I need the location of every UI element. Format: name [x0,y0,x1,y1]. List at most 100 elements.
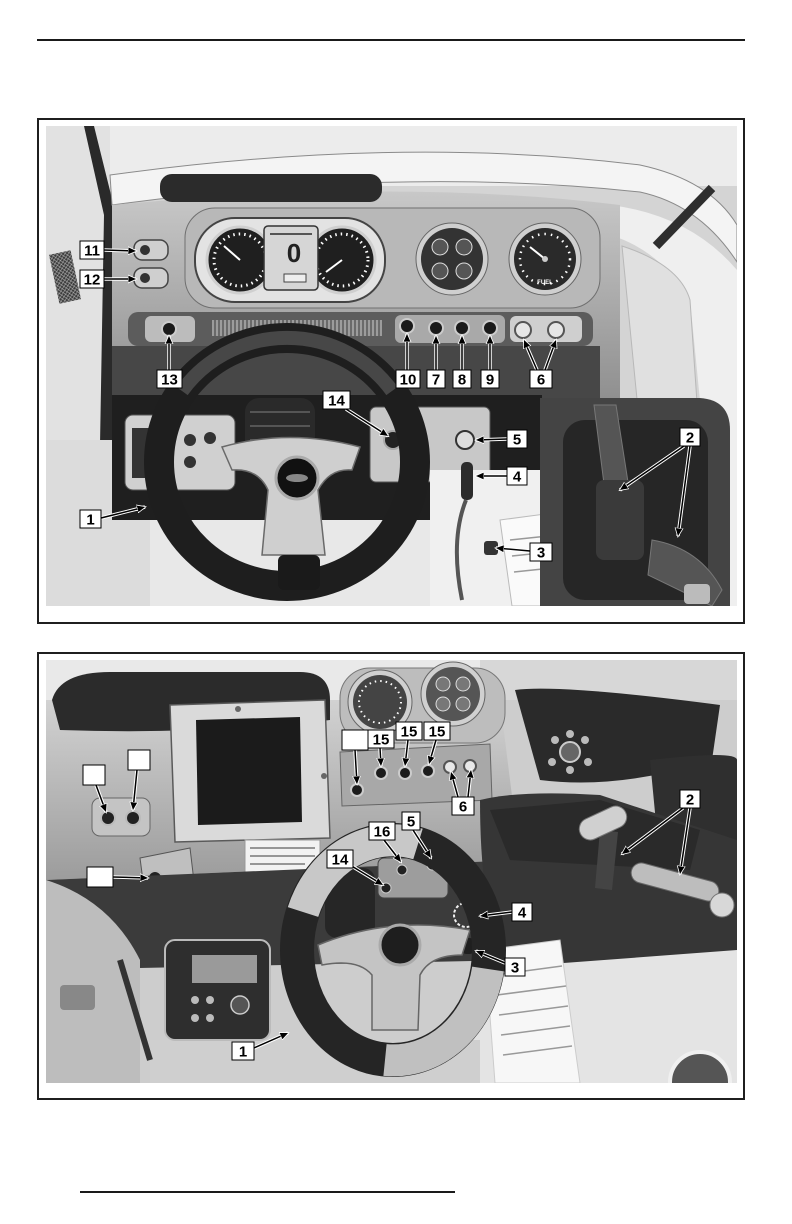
photo-detail [191,996,199,1004]
callout-label: 5 [407,814,415,831]
callout-label: 1 [86,512,94,529]
callout-arrow [103,250,136,251]
callout-label: 6 [537,372,545,389]
photo-detail [140,245,150,255]
callout-arrow [133,769,137,810]
callout-arrow [476,439,508,440]
indicator-light [443,760,457,774]
photo-detail [321,773,327,779]
photo-detail [84,126,116,445]
steering-wheel [144,323,430,601]
photo-detail [184,456,196,468]
photo-detail [184,434,196,446]
figure-1-dashboard-photo: 0 FUEL [46,126,737,606]
photo-detail [395,315,505,343]
callout: 10 [395,334,421,389]
callout: 2 [622,789,701,874]
photo-detail [566,730,574,738]
callout-box [368,821,396,841]
photo-detail [455,696,471,712]
callout: 6 [451,770,474,816]
callout-arrow [253,1033,288,1049]
photo-detail [396,864,408,876]
callout-label: 15 [429,724,446,741]
callout: 2 [620,427,701,536]
photo-detail [455,238,473,256]
lcd-reading: 0 [287,238,301,268]
callout-arrow [380,747,381,766]
callout-arrow [345,408,388,436]
callout-arrow [100,507,145,519]
throttle-console [540,398,730,606]
photo-detail [353,675,407,729]
callout-label: 11 [84,243,100,260]
callout: 12 [79,269,136,289]
callout-label: 15 [401,724,418,741]
header-rule [37,39,745,41]
throttle-lever [578,805,628,841]
callout-box [426,369,446,389]
callout-label: 4 [518,905,527,922]
gauge-cluster: 0 [194,217,386,303]
photo-detail [431,262,449,280]
callout-arrow [468,770,471,798]
photo-detail [426,667,480,721]
callout: 5 [401,811,433,858]
callout-blank [82,764,108,812]
photo-detail [496,985,567,996]
photo-detail [286,474,308,482]
photo-detail [455,676,471,692]
callout-blank [127,749,151,810]
callout-label: 2 [686,430,694,447]
callout: 14 [322,390,388,438]
photo-detail [551,736,559,744]
photo-detail [435,696,451,712]
photo-detail [529,246,546,260]
photo-detail [117,959,153,1061]
callout: 16 [368,821,403,862]
photo-detail [502,1045,573,1056]
callout-arrow [412,829,431,858]
callout-label: 7 [432,372,440,389]
callout-arrow [476,951,506,964]
callout-box [341,729,369,751]
switch-15-button [398,766,412,780]
callout-box [79,240,105,260]
callout-box [452,369,472,389]
photo-detail [125,810,141,826]
callout: 7 [426,336,446,389]
photo-detail [684,584,710,604]
callout-box [529,542,553,562]
photo-detail [204,432,216,444]
callout-arrow [112,877,148,878]
photo-detail [421,228,483,290]
photo-detail [140,273,150,283]
photo-detail [584,758,592,766]
callout-box [367,729,395,749]
callout-arrow [95,784,106,812]
photo-detail [230,995,250,1015]
photo-detail [455,262,473,280]
callout-label: 1 [239,1044,247,1061]
callout-box [326,849,354,869]
callout: 1 [231,1031,288,1061]
callout-label: 14 [328,393,345,410]
callout-arrow [544,340,556,371]
switch-9-button [482,320,498,336]
callout-box [231,1041,255,1061]
fuel-gauge-label: FUEL [537,280,553,286]
callout-arrow [622,807,684,854]
callout: 14 [326,849,383,887]
callout-arrow [620,445,685,490]
indicator-light [514,321,532,339]
fuel-gauge: FUEL [508,222,582,296]
callout: 4 [476,466,528,486]
callout-box [401,811,421,831]
callout-box [504,957,526,977]
photo-detail [314,232,370,288]
item-3 [484,541,498,555]
callout: 11 [79,240,136,260]
callout-box [506,466,528,486]
photo-detail [176,330,398,396]
photo-detail [709,892,735,918]
